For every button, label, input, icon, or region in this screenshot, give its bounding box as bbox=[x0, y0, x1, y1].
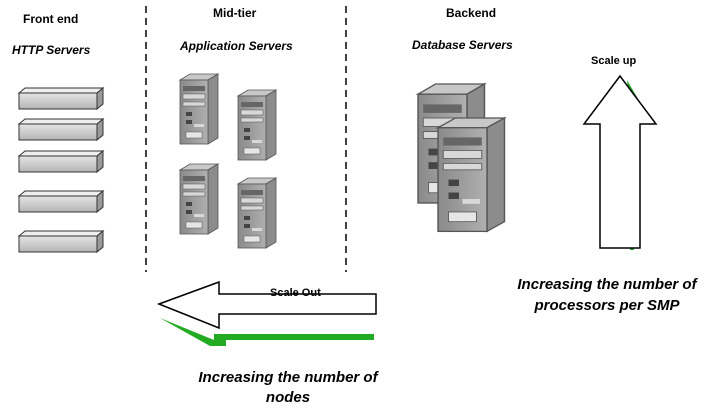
http-server-icon bbox=[18, 118, 104, 141]
app-server-icon bbox=[237, 177, 277, 249]
scale-out-caption-line2: nodes bbox=[265, 389, 311, 406]
backend-heading: Backend bbox=[446, 6, 497, 20]
scale-up-caption-line1: Increasing the number of bbox=[517, 276, 697, 293]
scale-up-label: Scale up bbox=[591, 55, 637, 67]
app-server-icon bbox=[179, 163, 219, 235]
scale-out-caption-line1: Increasing the number of bbox=[198, 369, 378, 386]
http-server-icon bbox=[18, 230, 104, 253]
application-servers-label: Application Servers bbox=[180, 39, 293, 53]
mid-tier-heading: Mid-tier bbox=[213, 6, 257, 20]
http-server-icon bbox=[18, 190, 104, 213]
http-server-icon bbox=[18, 150, 104, 173]
scale-out-arrow bbox=[156, 280, 377, 330]
scale-out-caption: Increasing the number of nodes bbox=[168, 369, 408, 406]
app-server-icon bbox=[179, 73, 219, 145]
http-server-icon bbox=[18, 87, 104, 110]
scale-up-caption: Increasing the number of processors per … bbox=[487, 276, 724, 314]
front-end-heading: Front end bbox=[23, 12, 79, 26]
db-server-icon bbox=[437, 117, 506, 233]
http-servers-label: HTTP Servers bbox=[12, 43, 91, 57]
scale-out-label: Scale Out bbox=[270, 287, 321, 299]
scale-out-arrow-shadow bbox=[160, 318, 374, 346]
app-server-icon bbox=[237, 89, 277, 161]
database-servers-label: Database Servers bbox=[412, 38, 513, 52]
scale-up-caption-line2: processors per SMP bbox=[534, 297, 680, 314]
scale-up-arrow bbox=[582, 74, 658, 249]
